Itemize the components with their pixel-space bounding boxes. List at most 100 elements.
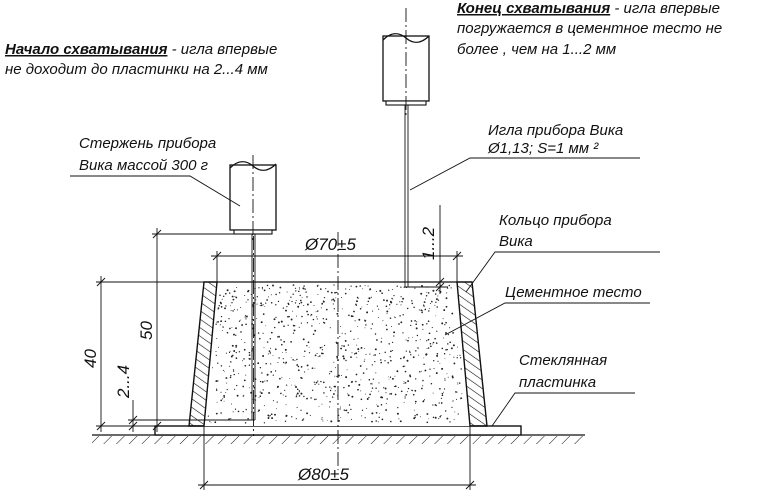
end-of-setting-caption: Конец схватывания - игла впервые погружа… <box>457 0 722 58</box>
paste-speckle <box>330 291 333 294</box>
paste-speckle <box>372 310 374 312</box>
paste-speckle <box>296 407 298 409</box>
paste-speckle <box>263 422 266 424</box>
paste-speckle <box>414 389 417 392</box>
paste-speckle <box>358 351 360 353</box>
paste-speckle <box>288 315 290 318</box>
paste-speckle <box>229 327 231 330</box>
paste-speckle <box>267 417 270 419</box>
paste-speckle <box>236 384 238 387</box>
paste-speckle <box>407 339 409 342</box>
paste-speckle <box>368 379 371 381</box>
paste-speckle <box>427 292 430 294</box>
paste-speckle <box>393 331 396 334</box>
paste-speckle <box>277 321 280 324</box>
paste-speckle <box>263 405 265 407</box>
paste-speckle <box>346 369 348 371</box>
paste-speckle <box>428 310 430 312</box>
paste-speckle <box>302 287 305 290</box>
paste-speckle <box>306 296 308 298</box>
paste-speckle <box>374 360 376 363</box>
paste-speckle <box>291 300 293 303</box>
paste-speckle <box>437 360 439 362</box>
paste-speckle <box>404 381 407 384</box>
paste-speckle <box>245 374 247 376</box>
paste-speckle <box>429 342 432 345</box>
paste-speckle <box>406 391 408 393</box>
paste-speckle <box>343 386 345 389</box>
paste-speckle <box>292 293 294 295</box>
paste-speckle <box>371 323 374 325</box>
paste-speckle <box>235 344 238 347</box>
paste-speckle <box>234 388 236 390</box>
paste-speckle <box>402 365 405 368</box>
paste-speckle <box>391 350 394 352</box>
paste-speckle <box>345 409 348 412</box>
paste-speckle <box>380 359 382 361</box>
paste-speckle <box>415 340 417 342</box>
paste-speckle <box>258 287 260 289</box>
paste-speckle <box>304 288 306 290</box>
paste-speckle <box>292 332 295 334</box>
paste-speckle <box>360 398 363 401</box>
paste-speckle <box>301 296 303 298</box>
paste-speckle <box>278 292 281 294</box>
paste-speckle <box>432 404 434 406</box>
bottom-diameter-label: Ø80±5 <box>297 465 349 484</box>
paste-speckle <box>458 382 461 384</box>
paste-speckle <box>263 289 266 292</box>
paste-speckle <box>371 383 373 385</box>
paste-speckle <box>410 354 412 356</box>
paste-speckle <box>310 397 312 399</box>
paste-speckle <box>314 329 317 332</box>
paste-speckle <box>257 362 260 365</box>
paste-speckle <box>329 327 331 329</box>
start-title: Начало схватывания <box>5 41 168 58</box>
paste-speckle <box>214 421 217 424</box>
paste-speckle <box>266 380 268 382</box>
paste-speckle <box>414 320 416 322</box>
paste-speckle <box>300 366 303 368</box>
paste-speckle <box>320 307 322 309</box>
paste-speckle <box>418 309 420 311</box>
paste-speckle <box>423 363 425 365</box>
paste-speckle <box>240 331 242 333</box>
paste-speckle <box>384 360 386 362</box>
paste-speckle <box>303 395 305 398</box>
paste-speckle <box>340 325 341 327</box>
paste-speckle <box>406 359 409 362</box>
needle-leader: Игла прибора Вика Ø1,13; S=1 мм ² <box>409 122 640 191</box>
paste-speckle <box>291 416 293 418</box>
paste-speckle <box>325 386 327 389</box>
paste-speckle <box>216 401 218 403</box>
paste-speckle <box>415 378 417 380</box>
paste-speckle <box>276 408 277 410</box>
paste-speckle <box>272 354 274 356</box>
paste-speckle <box>388 289 390 291</box>
paste-speckle <box>234 408 237 410</box>
vicat-rod-left <box>229 155 277 436</box>
paste-speckle <box>303 285 305 287</box>
paste-speckle <box>400 390 403 393</box>
paste-speckle <box>399 315 401 317</box>
paste-speckle <box>285 361 288 364</box>
paste-speckle <box>404 395 406 397</box>
paste-speckle <box>233 350 236 352</box>
paste-speckle <box>217 309 219 311</box>
penetration-dimension: 1...2 <box>408 205 448 294</box>
paste-speckle <box>329 371 331 373</box>
paste-speckle <box>291 384 292 386</box>
paste-speckle <box>248 354 251 356</box>
paste-speckle <box>389 356 391 358</box>
paste-speckle <box>370 328 372 330</box>
paste-speckle <box>257 410 259 412</box>
paste-speckle <box>435 301 437 303</box>
paste-speckle <box>226 289 229 292</box>
paste-speckle <box>384 351 386 354</box>
paste-speckle <box>386 310 389 313</box>
paste-speckle <box>262 332 264 334</box>
paste-speckle <box>375 387 377 390</box>
paste-speckle <box>321 403 323 405</box>
paste-speckle <box>351 352 353 354</box>
paste-speckle <box>350 285 352 287</box>
